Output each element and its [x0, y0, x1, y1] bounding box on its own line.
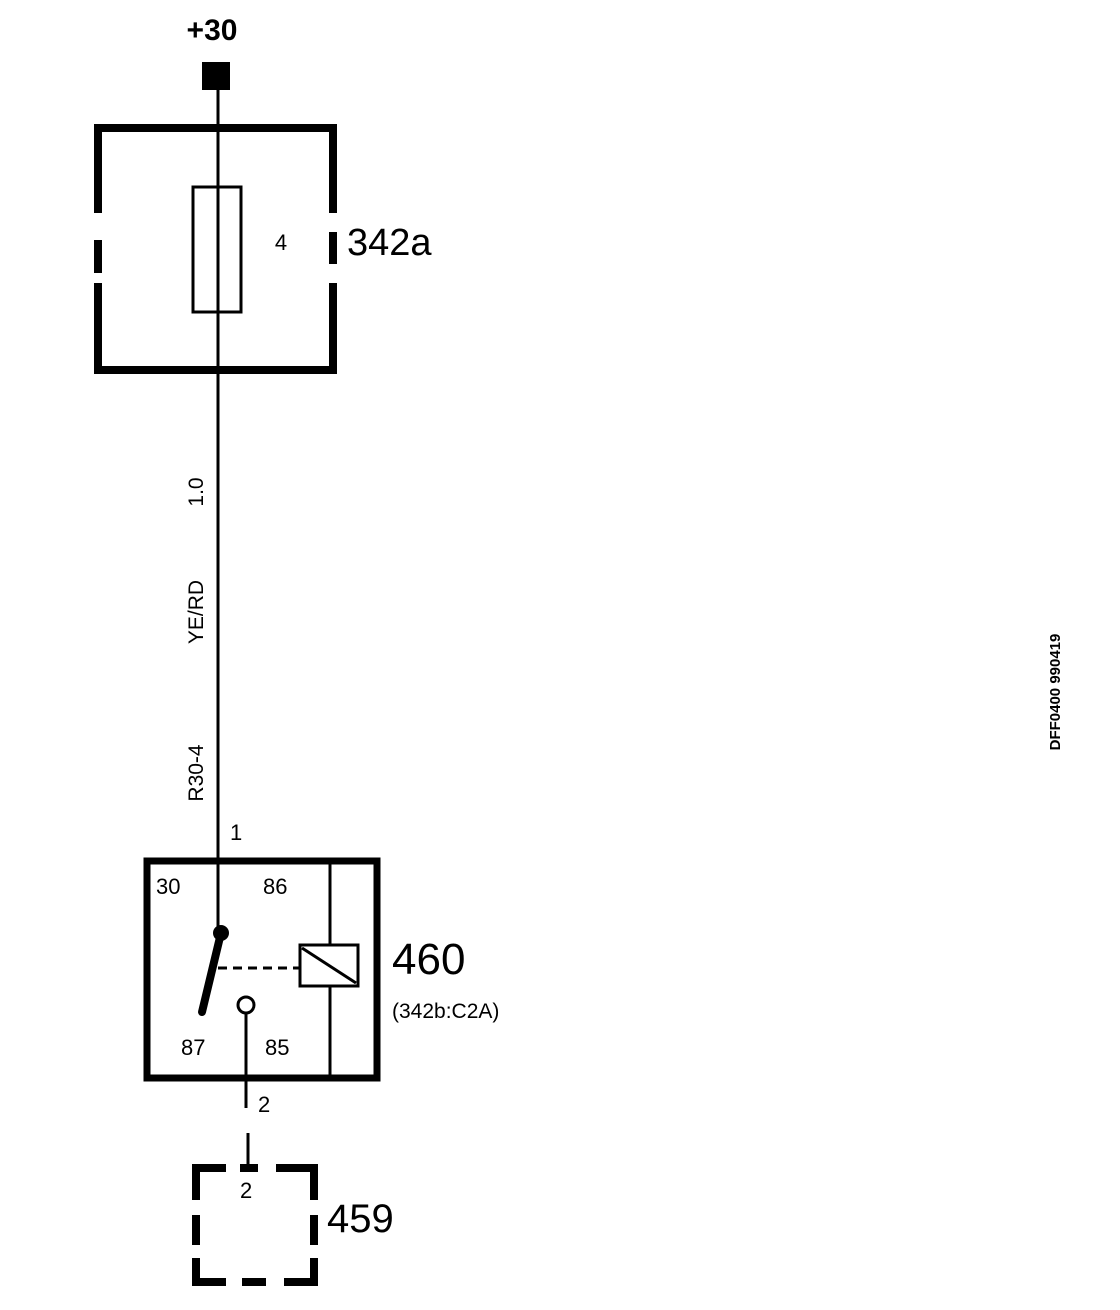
relay-switch-arm	[198, 929, 225, 1016]
relay-connector-top-pin: 1	[230, 820, 242, 845]
relay-pin-85: 85	[265, 1035, 289, 1060]
relay-location: (342b:C2A)	[392, 1000, 499, 1023]
wire-color-label: YE/RD	[185, 580, 208, 644]
relay-pin-86: 86	[263, 874, 287, 899]
component-459-box	[192, 1164, 318, 1286]
relay-coil-diagonal	[301, 946, 357, 985]
fuse-box-id: 342a	[347, 222, 432, 264]
fuse-number: 4	[275, 230, 287, 255]
component-459-id: 459	[327, 1197, 394, 1241]
drawing-reference: DFF0400 990419	[1047, 634, 1064, 751]
relay-contact-terminal	[236, 995, 256, 1015]
component-459-pin: 2	[240, 1178, 252, 1203]
supply-terminal	[202, 62, 230, 90]
supply-label: +30	[187, 14, 238, 47]
relay-id: 460	[392, 935, 465, 984]
relay-pin-30: 30	[156, 874, 180, 899]
relay-connector-bottom-pin: 2	[258, 1092, 270, 1117]
wire-size-label: 1.0	[185, 477, 208, 506]
wire-code-label: R30-4	[185, 744, 208, 802]
relay-pin-87: 87	[181, 1035, 205, 1060]
fuse-box-342a	[94, 124, 337, 374]
relay-460-box	[143, 857, 381, 1082]
